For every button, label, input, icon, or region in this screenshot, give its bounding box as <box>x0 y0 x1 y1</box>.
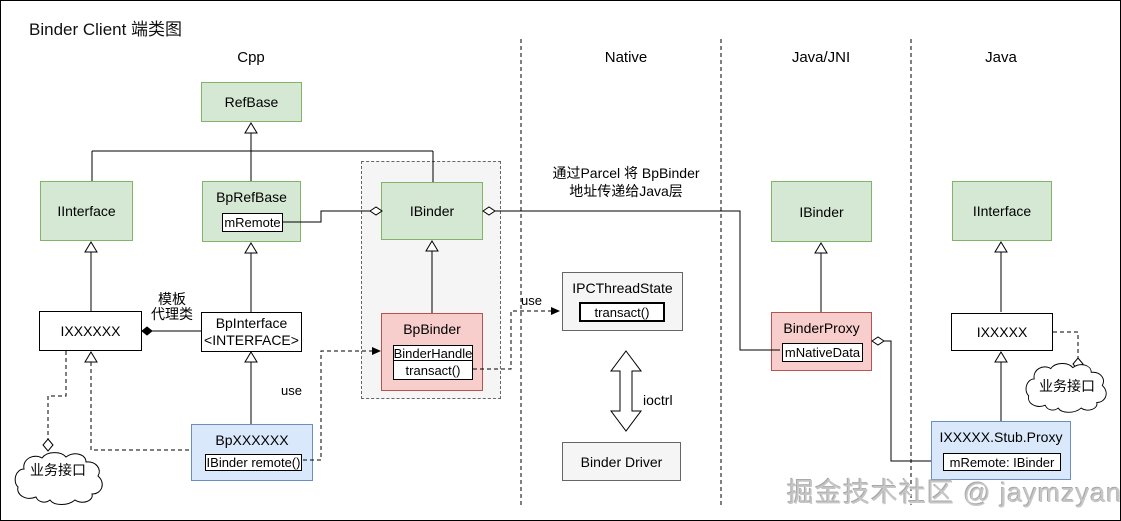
field-ibinder-remote: IBinder remote() <box>205 454 302 471</box>
class-ixxxxx-java-label: IXXXXX <box>976 324 1028 340</box>
section-header-cpp: Cpp <box>237 49 265 66</box>
class-ibinder-cpp: IBinder <box>381 182 483 240</box>
class-iinterface-cpp: IInterface <box>40 181 133 241</box>
bpxxxxxx-realization-line <box>90 362 191 451</box>
binderproxy-to-stubproxy-line <box>884 340 931 462</box>
field-mnativedata: mNativeData <box>782 343 863 362</box>
page-title: Binder Client 端类图 <box>29 20 183 39</box>
class-refbase: RefBase <box>201 82 302 122</box>
ixxxxxx-to-cloud-line <box>47 351 67 439</box>
ixxxxx-to-cloud-line <box>1053 331 1079 358</box>
watermark: 掘金技术社区 @ jaymzyang <box>787 478 1121 508</box>
field-mremote: mRemote <box>222 213 283 232</box>
ioctrl-double-arrow-icon <box>610 350 642 432</box>
class-bpbinder: BpBinder BinderHandle transact() <box>381 313 483 391</box>
class-iinterface-java: IInterface <box>952 181 1052 241</box>
class-binderproxy: BinderProxy mNativeData <box>771 312 872 371</box>
field-bpbinder-transact: transact() <box>393 360 473 380</box>
parcel-note-line1: 通过Parcel 将 BpBinder <box>552 165 700 181</box>
business-interface-label-right: 业务接口 <box>1039 378 1095 394</box>
class-ipcthreadstate: IPCThreadState transact() <box>562 272 683 331</box>
template-proxy-line2: 代理类 <box>151 306 193 322</box>
parcel-note: 通过Parcel 将 BpBinder 地址传递给Java层 <box>526 164 726 200</box>
class-ipcthreadstate-label: IPCThreadState <box>572 280 673 296</box>
class-iinterface-java-label: IInterface <box>972 203 1032 219</box>
section-header-jni: Java/JNI <box>791 49 851 66</box>
class-ixxxxx-java: IXXXXX <box>951 313 1053 351</box>
class-bpxxxxxx: BpXXXXXX IBinder remote() <box>191 424 313 481</box>
field-mremote-ibinder: mRemote: IBinder <box>943 453 1061 471</box>
class-ixxxxxx: IXXXXXX <box>39 311 142 351</box>
composition-diamond-icon <box>141 326 153 336</box>
class-binderproxy-label: BinderProxy <box>783 320 860 336</box>
class-refbase-label: RefBase <box>224 94 279 110</box>
parcel-note-line2: 地址传递给Java层 <box>569 183 683 199</box>
field-binderhandle: BinderHandle <box>393 345 473 361</box>
class-iinterface-cpp-label: IInterface <box>57 203 116 219</box>
class-binder-driver: Binder Driver <box>562 442 681 481</box>
template-proxy-label: 模板代理类 <box>141 292 203 322</box>
use-label-ipc: use <box>521 293 542 308</box>
field-ipc-transact: transact() <box>579 302 665 322</box>
class-bprefbase: BpRefBase mRemote <box>202 181 301 242</box>
class-bpxxxxxx-label: BpXXXXXX <box>215 432 289 448</box>
class-ixxxxxx-label: IXXXXXX <box>60 323 121 339</box>
class-ibinder-cpp-label: IBinder <box>409 203 455 219</box>
class-bpinterface-label: BpInterface <INTERFACE> <box>204 315 299 349</box>
use-label-bpbinder: use <box>281 383 302 398</box>
bpinterface-line2: <INTERFACE> <box>204 332 299 348</box>
class-ibinder-jni: IBinder <box>771 181 872 242</box>
section-header-native: Native <box>604 49 648 66</box>
class-bpbinder-label: BpBinder <box>403 321 461 337</box>
bpinterface-line1: BpInterface <box>215 315 288 331</box>
class-binder-driver-label: Binder Driver <box>580 453 663 470</box>
business-interface-label-left: 业务接口 <box>30 462 86 478</box>
class-stub-proxy: IXXXXX.Stub.Proxy mRemote: IBinder <box>931 421 1071 480</box>
ioctrl-label: ioctrl <box>643 392 673 408</box>
class-bpinterface: BpInterface <INTERFACE> <box>201 312 302 352</box>
class-ibinder-jni-label: IBinder <box>799 203 844 220</box>
class-bprefbase-label: BpRefBase <box>216 189 287 205</box>
class-stub-proxy-label: IXXXXX.Stub.Proxy <box>939 429 1063 445</box>
template-proxy-line1: 模板 <box>158 291 186 307</box>
section-header-java: Java <box>985 49 1017 66</box>
